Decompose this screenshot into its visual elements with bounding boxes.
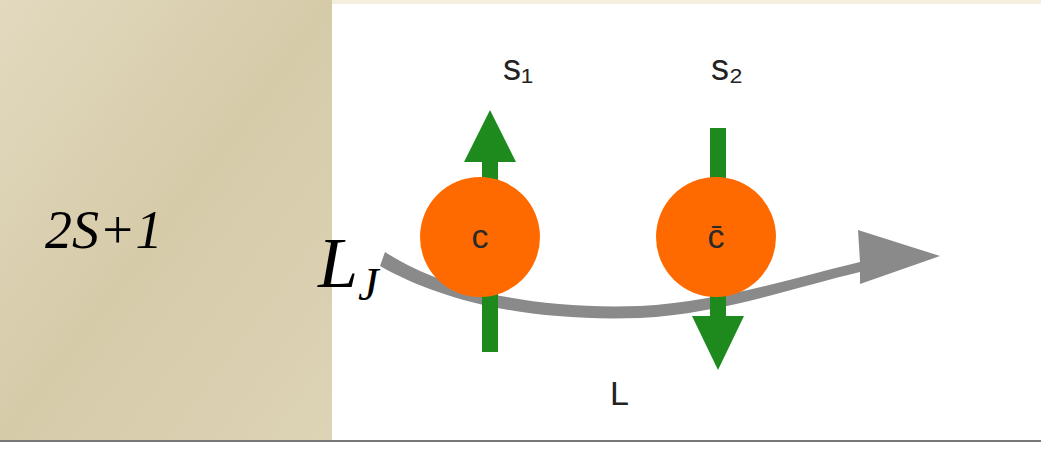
quark-label: c̄ [708,218,725,255]
white-panel [332,4,1041,440]
spin-label: s₁ [503,50,533,86]
top-band [0,0,1041,440]
spin-shaft [710,128,726,180]
spin-arrow-head [692,316,744,370]
quark-label: c [472,218,489,255]
quark-circle: c̄ [656,177,776,297]
spin-shaft [482,294,498,352]
quark-circle: c [420,177,540,297]
spin-label: s₂ [711,50,743,86]
spin-arrow-head [464,110,516,162]
term-total-j: J [358,262,378,308]
bottom-rule [0,440,1041,442]
beige-strip [0,0,332,440]
term-orbital-letter: L [318,227,358,299]
term-multiplicity: 2S+1 [45,203,162,257]
spin-shaft [710,294,726,318]
orbital-label: L [610,376,629,410]
